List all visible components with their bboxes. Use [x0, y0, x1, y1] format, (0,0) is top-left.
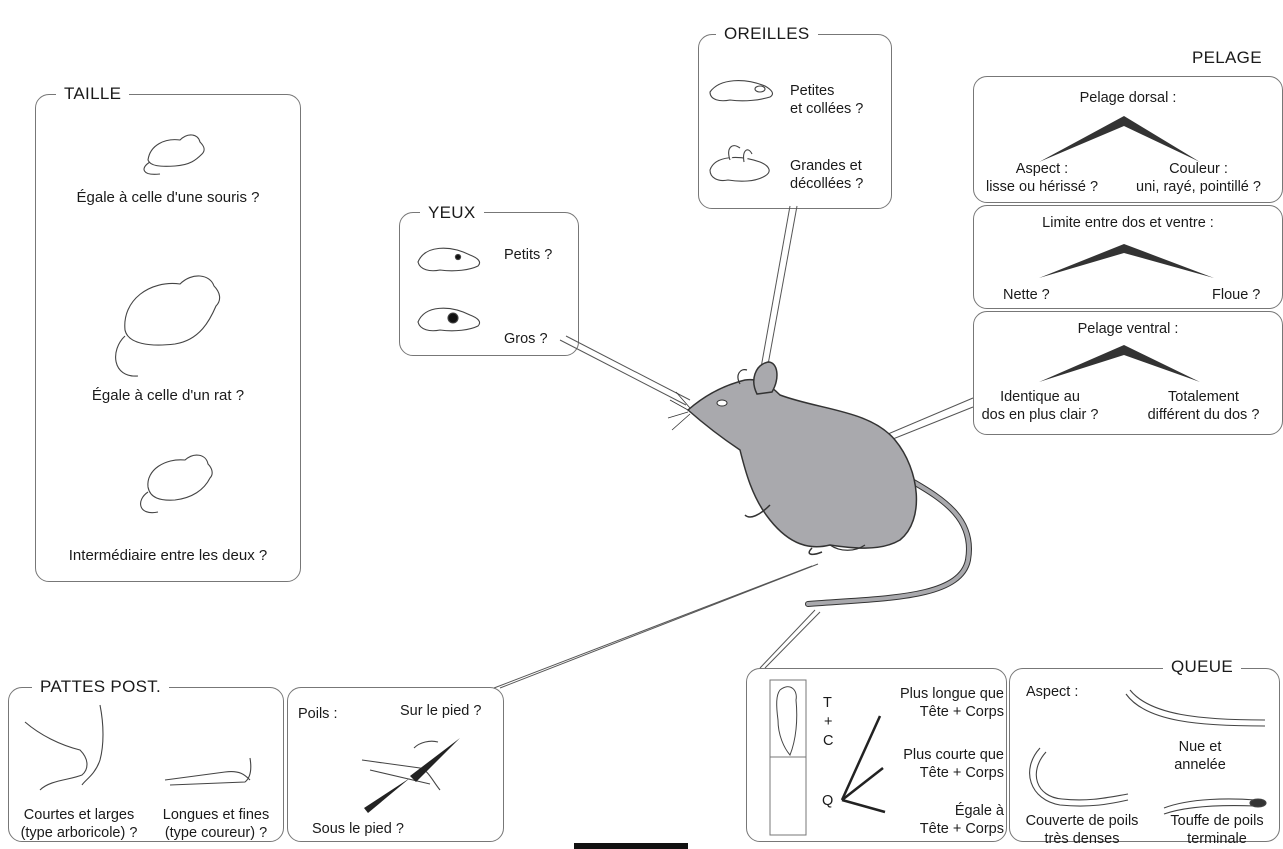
pelage-decision-trees: [1039, 116, 1214, 382]
pelage-dorsal-right-line1: Couleur :: [1169, 161, 1228, 177]
pelage-ventral-right-line2: différent du dos ?: [1147, 407, 1260, 423]
poils-under-foot-label: Sous le pied ?: [312, 821, 404, 837]
queue-equal-line1: Égale à: [954, 803, 1004, 819]
oreilles-title: OREILLES: [716, 24, 818, 44]
taille-option-souris: Égale à celle d'une souris ?: [76, 189, 260, 206]
leader-lines: [493, 205, 974, 689]
pattes-long-line2: (type coureur) ?: [164, 825, 268, 841]
taille-panel: [35, 94, 301, 582]
pelage-ventral-left-line1: Identique au: [1000, 389, 1080, 405]
queue-shorter-line1: Plus courte que: [903, 747, 1004, 763]
queue-longer-line1: Plus longue que: [900, 686, 1004, 702]
main-mouse-illustration: [667, 361, 973, 607]
yeux-head-icons: [417, 247, 481, 332]
pattes-short-line2: (type arboricole) ?: [20, 825, 138, 841]
taille-option-intermediaire: Intermédiaire entre les deux ?: [68, 547, 268, 564]
pattes-long-line1: Longues et fines: [162, 807, 270, 823]
yeux-small-label: Petits ?: [504, 247, 553, 263]
queue-letter-q: Q: [822, 793, 834, 809]
oreilles-small-line2: et collées ?: [790, 101, 864, 117]
queue-length-figure: [769, 679, 886, 836]
poils-arrows: [364, 738, 460, 813]
pelage-dorsal-left-line2: lisse ou hérissé ?: [985, 179, 1099, 195]
queue-nue-line2: annelée: [1174, 757, 1226, 773]
queue-shorter-line2: Tête + Corps: [919, 765, 1004, 781]
pelage-dorsal-left-line1: Aspect :: [1015, 161, 1069, 177]
queue-couverte-line1: Couverte de poils: [1025, 813, 1139, 829]
oreilles-big-line1: Grandes et: [790, 158, 862, 174]
oreilles-small-line1: Petites: [790, 83, 835, 99]
queue-letter-plus: +: [824, 714, 833, 730]
queue-touffe-line1: Touffe de poils: [1170, 813, 1264, 829]
pelage-ventral-left-line2: dos en plus clair ?: [981, 407, 1099, 423]
oreilles-big-line2: décollées ?: [790, 176, 864, 192]
queue-aspect-panel: [1009, 668, 1280, 842]
taille-option-rat: Égale à celle d'un rat ?: [91, 387, 245, 404]
pelage-limite-heading: Limite entre dos et ventre :: [1042, 215, 1214, 231]
queue-longer-line2: Tête + Corps: [919, 704, 1004, 720]
queue-letter-c: C: [823, 733, 834, 749]
pelage-ventral-heading: Pelage ventral :: [1077, 321, 1179, 337]
bottom-black-bar: [574, 843, 688, 849]
queue-aspect-icons: [1029, 689, 1267, 815]
queue-title: QUEUE: [1163, 657, 1241, 677]
taille-mouse-icons: [115, 134, 221, 514]
queue-letter-t: T: [823, 695, 832, 711]
queue-equal-line2: Tête + Corps: [919, 821, 1004, 837]
queue-aspect-label: Aspect :: [1026, 684, 1079, 700]
pelage-ventral-right-line1: Totalement: [1168, 389, 1239, 405]
oreilles-head-icons: [709, 80, 774, 182]
pattes-icons: [24, 704, 441, 791]
yeux-title: YEUX: [420, 203, 484, 223]
poils-label: Poils :: [298, 706, 338, 722]
pattes-title: PATTES POST.: [32, 677, 170, 697]
yeux-panel: [399, 212, 579, 356]
taille-title: TAILLE: [56, 84, 130, 104]
yeux-big-label: Gros ?: [504, 331, 548, 347]
pelage-title: PELAGE: [1184, 48, 1270, 68]
queue-length-panel: [746, 668, 1007, 842]
pelage-dorsal-right-line2: uni, rayé, pointillé ?: [1136, 179, 1261, 195]
pelage-limite-left: Nette ?: [1003, 287, 1050, 303]
pelage-dorsal-heading: Pelage dorsal :: [1079, 90, 1177, 106]
pelage-limite-right: Floue ?: [1212, 287, 1261, 303]
queue-nue-line1: Nue et: [1178, 739, 1222, 755]
queue-touffe-line2: terminale: [1187, 831, 1247, 847]
queue-couverte-line2: très denses: [1044, 831, 1120, 847]
poils-on-foot-label: Sur le pied ?: [400, 703, 482, 719]
poils-panel: [287, 687, 504, 842]
pattes-short-line1: Courtes et larges: [23, 807, 135, 823]
